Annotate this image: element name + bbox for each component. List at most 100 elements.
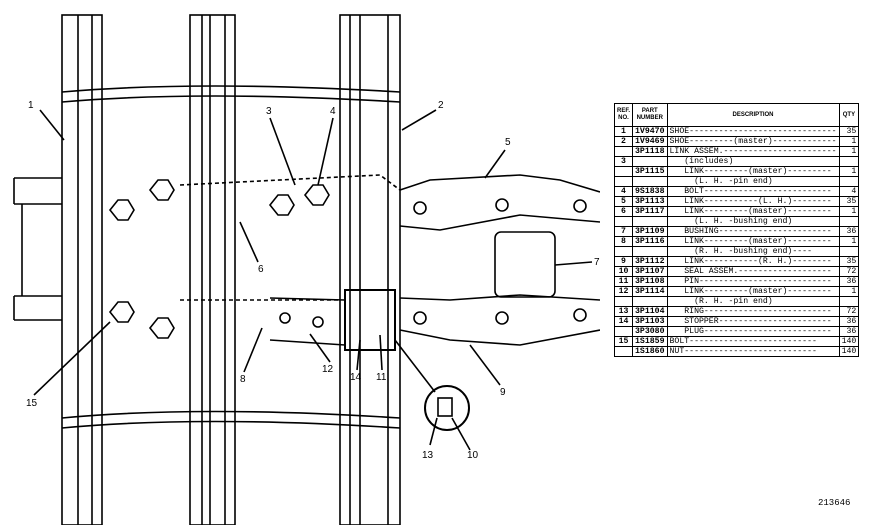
ref-no-cell: 13 — [613, 306, 634, 317]
ref-no-cell: 4 — [613, 186, 634, 197]
part-number-cell: 3P1115 — [632, 166, 668, 177]
ref-no-cell: 7 — [613, 226, 634, 237]
description-cell: LINK-----------(L. H.)-------- — [666, 196, 840, 207]
description-cell: SHOE------------------------------ — [666, 126, 840, 137]
part-number-cell — [632, 216, 668, 227]
callout-4: 4 — [330, 106, 336, 117]
qty-cell: 35 — [838, 126, 860, 137]
bolt-head-icon — [148, 179, 175, 201]
bolt-head-icon — [268, 194, 295, 216]
description-cell: PIN--------------------------- — [666, 276, 840, 287]
callout-3: 3 — [266, 106, 272, 117]
part-number-cell: 3P1109 — [632, 226, 668, 237]
part-number-cell — [632, 176, 668, 187]
qty-cell: 36 — [838, 276, 860, 287]
qty-cell: 35 — [838, 196, 860, 207]
qty-cell — [838, 296, 860, 307]
callout-11: 11 — [376, 372, 387, 383]
table-row: (L. H. -bushing end) — [613, 216, 860, 227]
table-row: (R. H. -pin end) — [613, 296, 860, 307]
ref-no-cell: 3 — [613, 156, 634, 167]
description-cell: NUT--------------------------- — [666, 346, 840, 357]
bolt-head-icon — [108, 199, 135, 221]
track-shoe-center — [189, 14, 236, 525]
qty-cell — [838, 176, 860, 187]
ref-no-cell: 6 — [613, 206, 634, 217]
qty-cell: 1 — [838, 166, 860, 177]
header-part-number: PART NUMBER — [632, 103, 668, 127]
part-number-cell: 3P1118 — [632, 146, 668, 157]
qty-cell: 4 — [838, 186, 860, 197]
description-cell: LINK---------(master)--------- — [666, 236, 840, 247]
ref-no-cell — [613, 166, 634, 177]
callout-8: 8 — [240, 374, 246, 385]
bolt-head-icon — [148, 317, 175, 339]
description-cell: SEAL ASSEM.------------------- — [666, 266, 840, 277]
part-number-cell: 1V9469 — [632, 136, 668, 147]
description-cell: (R. H. -bushing end)---- — [666, 246, 840, 257]
ref-no-cell — [613, 146, 634, 157]
ref-no-cell: 14 — [613, 316, 634, 327]
part-number-cell: 3P1104 — [632, 306, 668, 317]
drawing-number: 213646 — [818, 498, 851, 508]
part-number-cell: 1S1859 — [632, 336, 668, 347]
description-cell: (R. H. -pin end) — [666, 296, 840, 307]
table-header-row: REF. NO. PART NUMBER DESCRIPTION QTY — [613, 103, 860, 127]
ref-no-cell: 1 — [613, 126, 634, 137]
callout-2: 2 — [438, 100, 444, 111]
callout-15: 15 — [26, 398, 38, 409]
table-row: 3P3080 PLUG--------------------------36 — [613, 326, 860, 337]
qty-cell: 1 — [838, 236, 860, 247]
part-number-cell: 3P1114 — [632, 286, 668, 297]
ref-no-cell: 9 — [613, 256, 634, 267]
part-number-cell: 1V9470 — [632, 126, 668, 137]
description-cell: RING-------------------------- — [666, 306, 840, 317]
callout-7: 7 — [594, 257, 600, 268]
qty-cell: 35 — [838, 256, 860, 267]
link-lower — [399, 294, 600, 346]
part-number-cell — [632, 156, 668, 167]
description-cell: LINK---------(master)--------- — [666, 286, 840, 297]
description-cell: (includes) — [666, 156, 840, 167]
description-cell: (L. H. -pin end) — [666, 176, 840, 187]
qty-cell: 140 — [838, 346, 860, 357]
bolt-head-icon — [303, 184, 330, 206]
ref-no-cell: 11 — [613, 276, 634, 287]
ref-no-cell — [613, 176, 634, 187]
bolt-head-icon — [108, 301, 135, 323]
description-cell: LINK ASSEM.----------------------- — [666, 146, 840, 157]
callout-6: 6 — [258, 264, 264, 275]
part-number-cell: 3P1112 — [632, 256, 668, 267]
table-row: 3 (includes) — [613, 156, 860, 167]
header-ref-no: REF. NO. — [613, 103, 634, 127]
description-cell: SHOE---------(master)------------- — [666, 136, 840, 147]
description-cell: (L. H. -bushing end) — [666, 216, 840, 227]
part-number-cell: 3P1113 — [632, 196, 668, 207]
ref-no-cell: 8 — [613, 236, 634, 247]
description-cell: LINK---------(master)--------- — [666, 166, 840, 177]
callout-9: 9 — [500, 387, 506, 398]
qty-cell: 1 — [838, 136, 860, 147]
callout-5: 5 — [505, 137, 511, 148]
track-assembly-diagram: 1 2 3 4 5 6 7 8 9 10 11 12 13 14 15 — [13, 14, 600, 525]
description-cell: BUSHING----------------------- — [666, 226, 840, 237]
header-qty: QTY — [838, 103, 860, 127]
callout-1: 1 — [28, 100, 34, 111]
qty-cell: 1 — [838, 206, 860, 217]
part-number-cell: 9S1838 — [632, 186, 668, 197]
callout-10: 10 — [467, 450, 479, 461]
qty-cell: 140 — [838, 336, 860, 347]
ref-no-cell — [613, 246, 634, 257]
part-number-cell: 3P1107 — [632, 266, 668, 277]
bushing — [494, 231, 556, 298]
seal-detail-inset — [424, 385, 470, 431]
